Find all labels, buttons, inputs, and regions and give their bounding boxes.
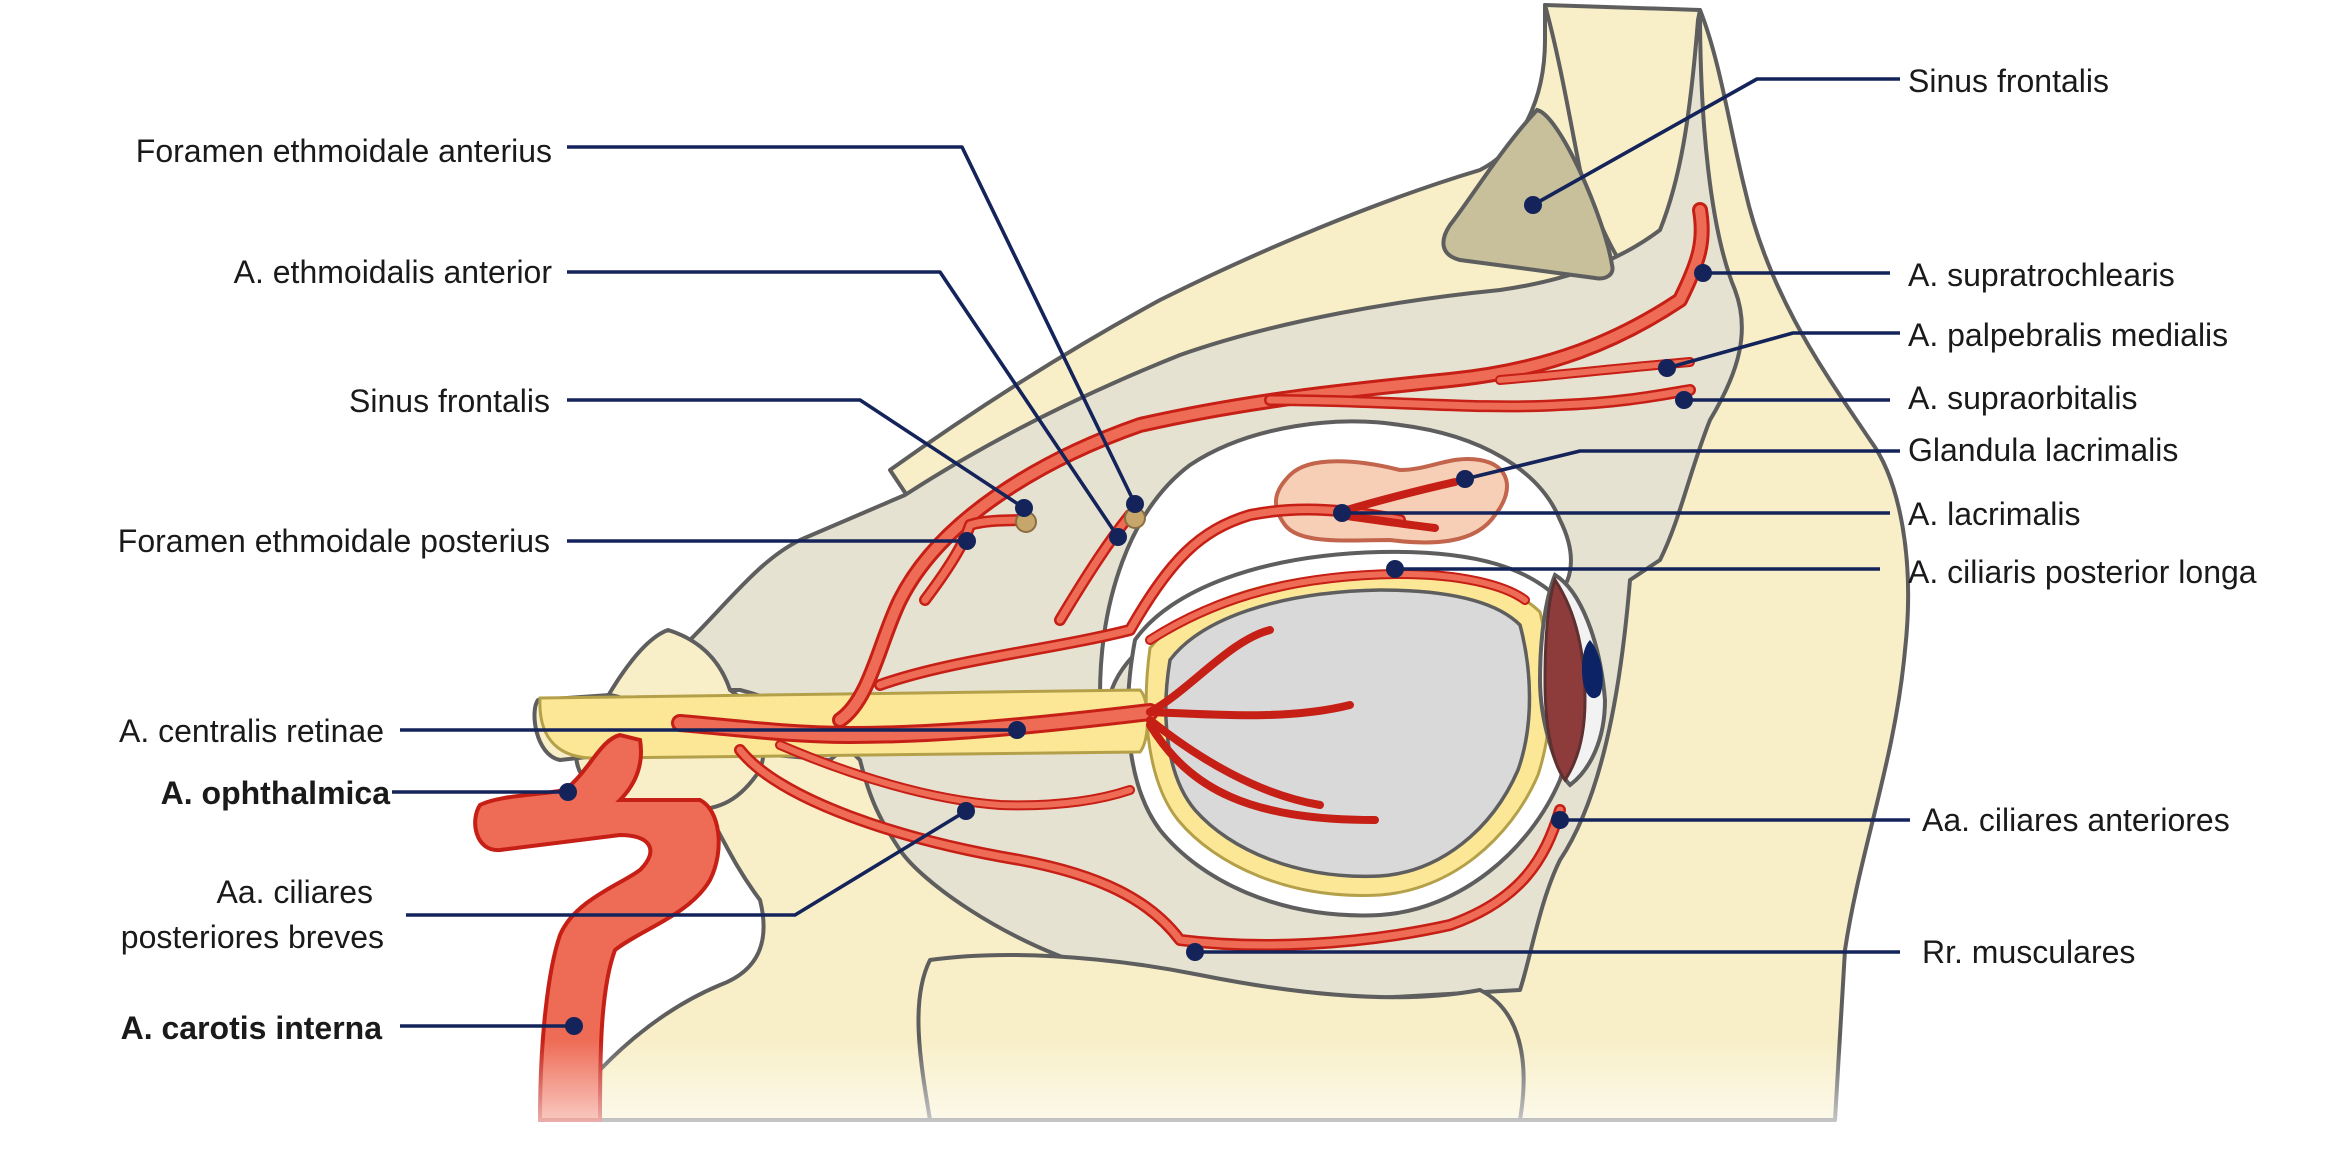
label-foramen-ethmoidale-posterius: Foramen ethmoidale posterius [118, 523, 550, 559]
labels: Foramen ethmoidale anterius A. ethmoidal… [118, 63, 2257, 1046]
label-a-ophthalmica: A. ophthalmica [161, 775, 391, 811]
label-a-ciliaris-posterior-longa: A. ciliaris posterior longa [1908, 554, 2257, 590]
sinus-frontalis [1441, 107, 1615, 281]
label-sinus-frontalis-left: Sinus frontalis [349, 383, 550, 419]
label-sinus-frontalis-right: Sinus frontalis [1908, 63, 2109, 99]
label-rr-musculares: Rr. musculares [1922, 934, 2135, 970]
label-aa-ciliares-anteriores: Aa. ciliares anteriores [1922, 802, 2230, 838]
label-a-lacrimalis: A. lacrimalis [1908, 496, 2080, 532]
label-aa-ciliares-posteriores-breves-line1: Aa. ciliares [217, 874, 374, 910]
eyeball-vitreous [1164, 588, 1532, 879]
label-a-centralis-retinae: A. centralis retinae [119, 713, 384, 749]
pupil [1582, 640, 1603, 699]
anatomy [473, 3, 1911, 1168]
bottom-fade [500, 1040, 1900, 1168]
label-a-carotis-interna: A. carotis interna [121, 1010, 383, 1046]
leader-lines [392, 77, 1910, 1035]
label-glandula-lacrimalis: Glandula lacrimalis [1908, 432, 2178, 468]
label-a-palpebralis-medialis: A. palpebralis medialis [1908, 317, 2228, 353]
label-a-supraorbitalis: A. supraorbitalis [1908, 380, 2137, 416]
label-foramen-ethmoidale-anterius: Foramen ethmoidale anterius [136, 133, 552, 169]
iris [1543, 576, 1587, 783]
label-aa-ciliares-posteriores-breves-line2: posteriores breves [121, 919, 384, 955]
label-a-ethmoidalis-anterior: A. ethmoidalis anterior [234, 254, 553, 290]
label-a-supratrochlearis: A. supratrochlearis [1908, 257, 2175, 293]
a-carotis-interna [473, 732, 721, 1122]
